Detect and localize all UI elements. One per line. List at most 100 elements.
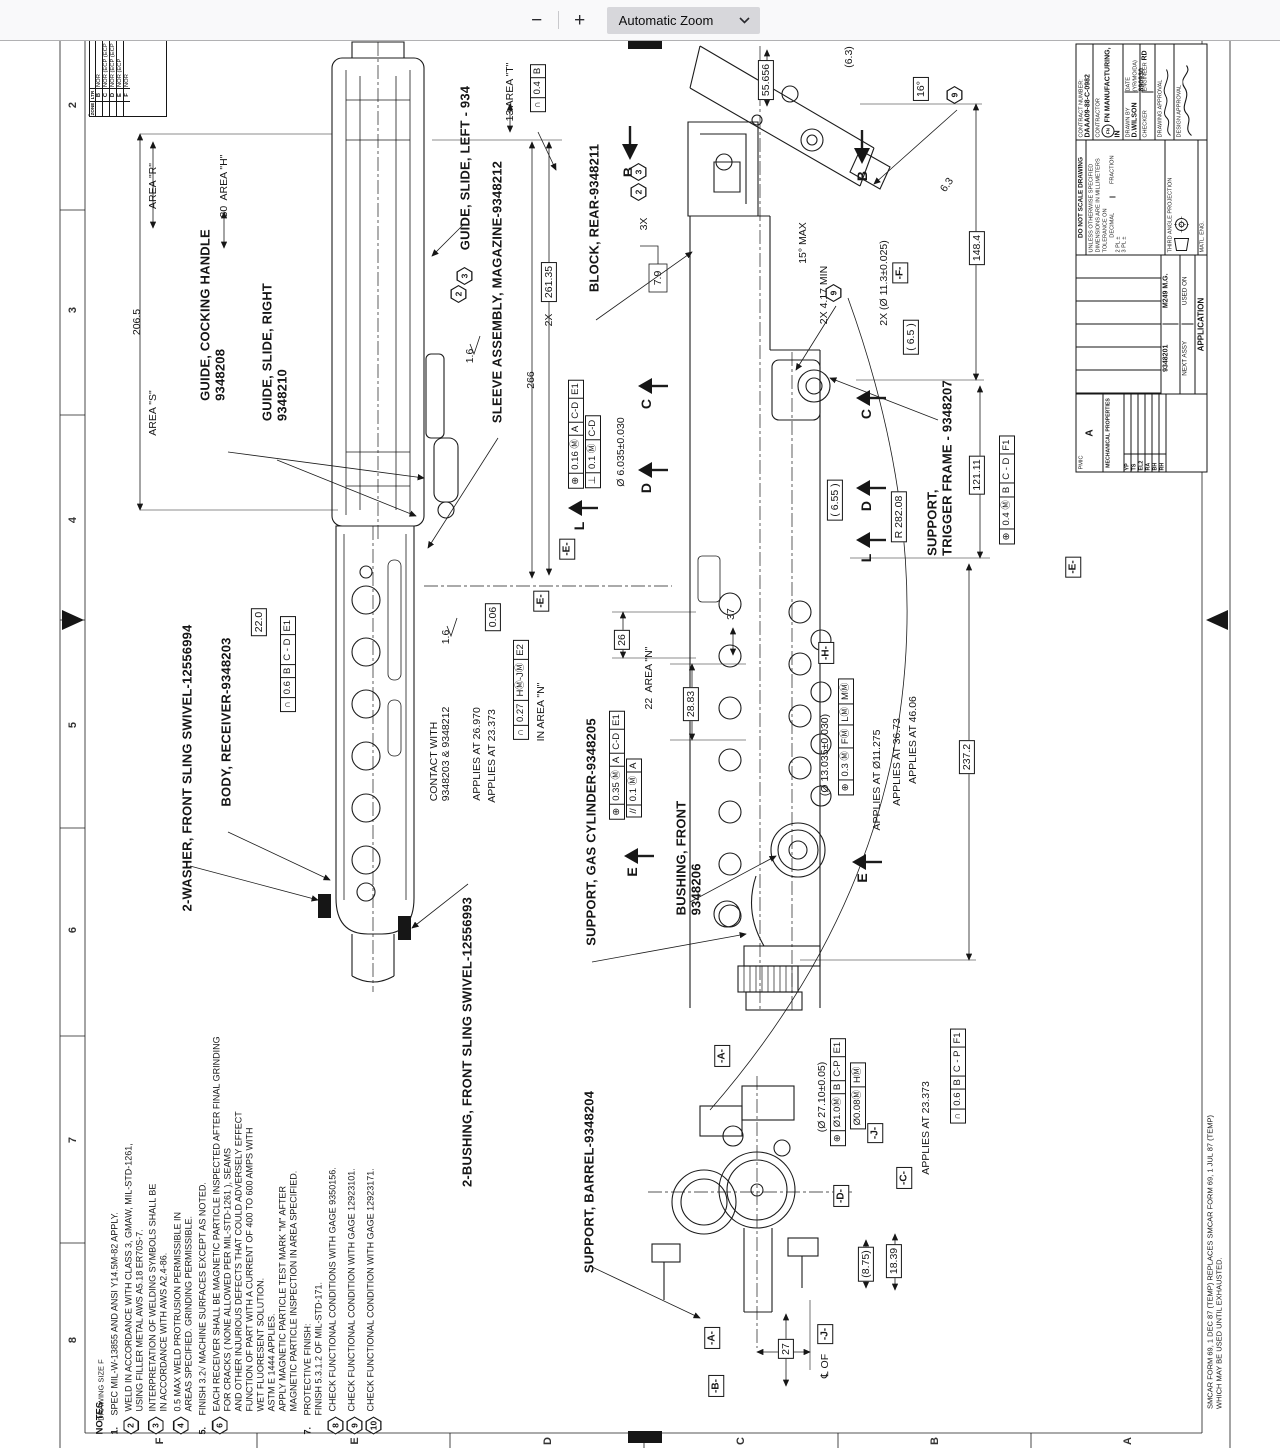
contract-number: DAAA09-88-C-0982 (1084, 74, 1092, 138)
notes-list: 1.SPEC MIL-W-13855 AND ANSI Y14.5M-82 AP… (109, 1035, 381, 1435)
application-section: 9348201 M249 M.G. NEXT ASSY USED ON APPL… (1076, 254, 1207, 394)
mech-property-row: YP (1124, 394, 1132, 472)
zone-ltr-f: F (154, 1437, 166, 1445)
weld-6-3: 6.3 (937, 175, 957, 195)
used-on-value: M249 M.G. (1162, 273, 1170, 309)
drawing-page (0, 40, 1280, 1448)
next-assy-value: 9348201 (1162, 324, 1179, 392)
zone-ltr-c: C (735, 1437, 747, 1445)
zone-ltr-a: A (1122, 1437, 1134, 1445)
dim-22-area-n: 22 AREA "N" (642, 646, 655, 710)
used-on-label: USED ON (1181, 276, 1189, 306)
label-guide-slide-left: GUIDE, SLIDE, LEFT - 934 (457, 85, 473, 251)
zoom-mode-dropdown[interactable]: Automatic Zoom (606, 6, 761, 34)
section-d-1: D (638, 482, 654, 494)
mech-property-row: EL2 (1138, 394, 1146, 472)
datum-h: -H- (818, 642, 834, 664)
design-approval-signature (1182, 65, 1192, 136)
dim-237-2: 237.2 (958, 739, 976, 775)
label-bushing-front-sling: 2-BUSHING, FRONT SLING SWIVEL-12556993 (459, 896, 475, 1188)
label-sleeve-assembly-magazine: SLEEVE ASSEMBLY, MAGAZINE-9348212 (489, 160, 505, 424)
zoom-out-button[interactable]: − (520, 6, 554, 34)
fn-logo: FN (1101, 124, 1115, 138)
zone-num-8: 8 (67, 1336, 79, 1344)
balloon-3-a: 3 (631, 163, 652, 181)
note-applies-46-06: APPLIES AT 46.06 (906, 696, 919, 784)
label-support-barrel: SUPPORT, BARREL-9348204 (581, 1090, 597, 1274)
toolbar-divider (557, 11, 559, 29)
do-not-scale: DO NOT SCALE DRAWING (1076, 140, 1087, 255)
dim-13-area-t: 13 AREA "T" (503, 62, 516, 122)
datum-f: -F- (892, 262, 908, 284)
dim-area-r: AREA "R" (146, 163, 159, 209)
zone-ltr-d: D (542, 1437, 554, 1445)
finish-1-6-b: 1.6 (439, 629, 452, 645)
mech-property-row: BH (1152, 394, 1160, 472)
balloon-9-a: 9 (947, 86, 968, 104)
note-in-area-n: IN AREA "N" (534, 682, 547, 742)
note-item: 1.SPEC MIL-W-13855 AND ANSI Y14.5M-82 AP… (109, 1212, 120, 1435)
label-block-rear: BLOCK, REAR-9348211 (586, 143, 602, 293)
dim-6-035: Ø 6.035±0.030 (614, 417, 627, 487)
dim-55-656: 55.656 (757, 59, 775, 101)
note-applies-23-373-a: APPLIES AT 23.373 (485, 709, 498, 803)
datum-j-1: -J- (817, 1323, 833, 1345)
application-label: APPLICATION (1196, 297, 1206, 352)
mech-property-row: TS (1131, 394, 1139, 472)
dim-16-deg: 16° (912, 77, 930, 101)
dim-27: 27 (777, 1339, 795, 1359)
dim-148-4: 148.4 (968, 230, 986, 266)
tol-3pl: 3 PL ± (1121, 236, 1128, 253)
datum-d: -D- (833, 1185, 849, 1207)
datum-a-1: -A- (714, 1045, 730, 1067)
label-washer-front-sling: 2-WASHER, FRONT SLING SWIVEL-12556994 (179, 624, 195, 912)
matl-eng-label: MATL. ENG. (1199, 221, 1206, 253)
drawing-approval-signature (1163, 69, 1171, 136)
revision-zone-header: ZONE (90, 101, 95, 116)
engineer-label: ENGINEER (1142, 62, 1149, 92)
zone-ltr-e: E (349, 1437, 361, 1445)
contract-section: CONTRACT NUMBER: DAAA09-88-C-0982 CONTRA… (1076, 44, 1207, 140)
zoom-in-button[interactable]: + (563, 6, 597, 34)
dim-37: 37 (724, 608, 737, 620)
datum-a-2: -A- (704, 1327, 720, 1349)
dim-13-035: (Ø 13.035±0.030) (818, 713, 831, 797)
next-assy-label: NEXT ASSY (1181, 324, 1194, 392)
datum-b: -B- (708, 1375, 724, 1397)
tolerance-note: UNLESS OTHERWISE SPECIFIED DIMENSIONS AR… (1088, 158, 1109, 253)
design-approval-label: DESIGN APPROVAL (1176, 85, 1183, 138)
dim-30-area-h: 30 AREA "H" (217, 154, 230, 218)
datum-c: -C- (896, 1167, 912, 1189)
weld-7-9: 7.9 (651, 270, 664, 286)
dim-15-max: 15° MAX (796, 222, 809, 264)
section-d-2: D (858, 500, 874, 512)
chevron-down-icon (739, 16, 750, 24)
note-applies-11-275: APPLIES AT Ø11.275 (870, 729, 883, 831)
note-item: 7.PROTECTIVE FINISH: FINISH 5.3.1.2 OF M… (302, 1281, 324, 1435)
third-angle-projection-icon (1173, 213, 1192, 253)
dim-8-75: (8.75) (857, 1246, 875, 1282)
datum-e-2: -E- (533, 590, 549, 612)
dim-18-39: 18.39 (885, 1243, 903, 1279)
